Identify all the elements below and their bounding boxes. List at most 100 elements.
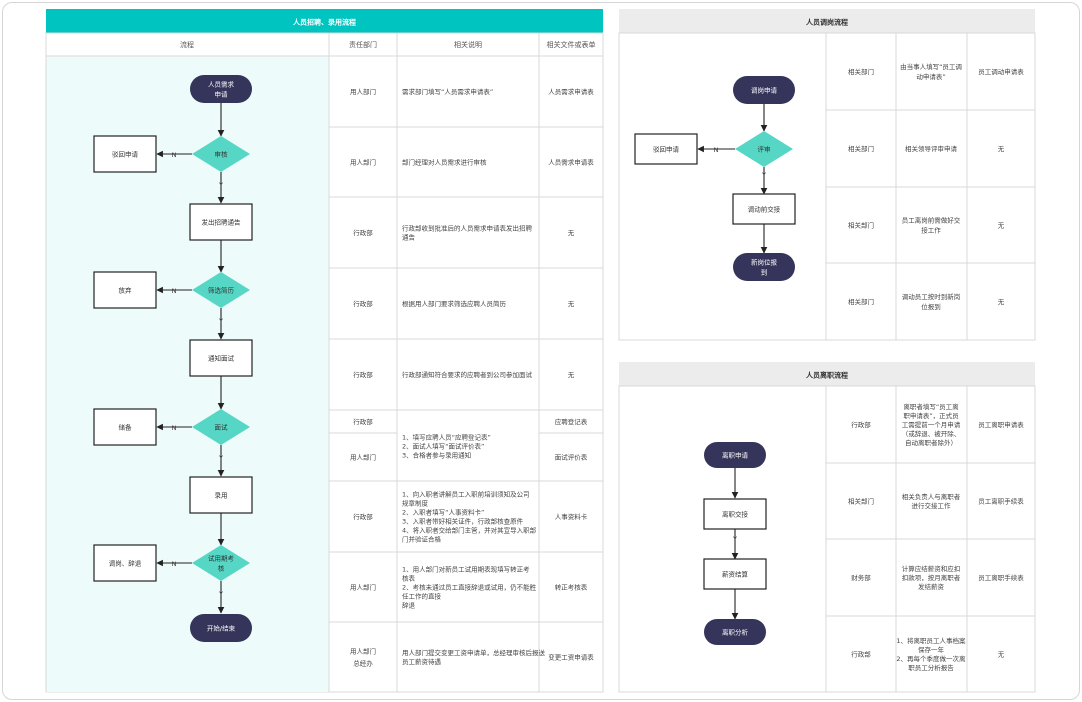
resign-row-form: 员工离职手续表 [978,497,1024,506]
yes-label: Y [218,317,223,325]
no-label: N [172,424,177,432]
resign-row-dept: 行政部 [851,650,871,659]
hiring-title-bar [46,9,603,33]
hiring-hire-node-label: 录用 [215,491,228,499]
hiring-row-desc: 根据用人部门要求筛选应聘人员简历 [402,299,507,308]
transfer-row-desc: 位报到 [921,302,941,311]
hiring-header-desc: 相关说明 [454,40,482,49]
hiring-header-flow: 流程 [180,40,194,49]
resign-row-desc: 保存一年 [918,645,945,654]
hiring-row-desc: 1、用人部门对新员工试用期表现填写转正考 [402,564,530,573]
hiring-row-desc: 3、入职者带好相关证件，行政部核查原件 [402,516,524,525]
hiring-row-dept: 总经办 [353,659,373,668]
hiring-row-desc: 用人部门提交变更工资申请单，总经理审核后报送 [402,648,546,657]
hiring-row-dept: 行政部 [353,228,373,237]
hiring-notify-node-label: 通知面试 [208,353,235,362]
resign-row-desc: 扣款项，按月离职者 [902,573,961,582]
hiring-giveup-node [93,271,157,309]
transfer-row-dept: 相关部门 [848,67,874,76]
transfer-row-desc: 调动员工按时到新岗 [902,292,961,301]
hiring-row-desc: 行政部收到批准后的人员需求申请表发出招聘 [402,223,533,232]
hiring-reserve-node-label: 储备 [119,422,133,431]
yes-label: Y [218,590,223,598]
transfer-start-node [733,76,795,104]
hiring-row-form: 面试评价表 [555,453,588,462]
hiring-row-dept: 用人部门 [350,647,376,656]
transfer-table: 人员调岗流程 相关部门由当事人填写“员工调动申请表”员工调动申请表相关部门相关领… [618,9,1036,341]
hiring-notice-node-label: 发出招聘通告 [202,217,242,226]
hiring-interview-desc: 2、面试人填写“面试评价表” [402,441,484,450]
hiring-screen-decision [192,272,250,308]
resign-title-bar [619,362,1035,386]
resign-row-desc: 离职者填写“员工离 [903,402,959,411]
transfer-row-dept: 相关部门 [848,297,874,306]
transfer-report-node [733,253,795,281]
transfer-reject-node-label: 驳回申请 [653,144,680,153]
yes-label: Y [218,454,223,462]
resign-analysis-node-label: 离职分析 [722,627,749,636]
resign-salary-node [703,558,767,590]
hiring-row-dept: 行政部 [353,299,373,308]
hiring-reserve-node [93,408,157,446]
transfer-review-decision-label: 评审 [758,144,771,153]
hiring-row-form: 转正考核表 [555,583,588,592]
hiring-notify-node [189,339,253,377]
hiring-end-node [190,614,252,642]
hiring-row-dept: 用人部门 [350,158,376,167]
hiring-row-desc: 员工薪资待遇 [402,657,442,666]
hiring-row-form: 无 [568,229,575,237]
hiring-row-desc: 1、向入职者讲解员工入职前培训须知及公司 [402,489,530,498]
transfer-row-dept: 相关部门 [848,221,874,230]
hiring-row-form: 人事资料卡 [555,512,588,521]
resign-handover-node-label: 离职交接 [722,509,749,518]
transfer-row-form: 无 [998,145,1005,153]
yes-label: Y [732,535,737,543]
resign-row-form: 无 [998,651,1005,659]
resign-start-node [704,442,766,468]
hiring-row-desc: 行政部通知符合要求的应聘者到公司参加面试 [402,370,533,379]
hiring-row-dept: 用人部门 [350,453,376,462]
transfer-row-desc: 由当事人填写“员工调 [900,62,962,71]
hiring-row-form: 无 [568,300,575,308]
hiring-probation-decision-label: 试用期考 [208,553,235,562]
transfer-report-node-label: 到 [761,268,768,276]
transfer-handover-node-label: 调动前交接 [748,204,781,213]
transfer-row-form: 无 [998,222,1005,230]
yes-label: Y [218,181,223,189]
transfer-title-bar [619,9,1035,33]
hiring-reject-node-label: 驳回申请 [112,149,139,158]
transfer-row-desc: 员工离岗前需做好交 [902,215,961,224]
hiring-notice-node [189,203,253,241]
resign-row-desc: 工需提前一个月申请 [902,420,961,429]
hiring-row-desc: 核表 [402,573,416,582]
hiring-row-desc: 2、考核未通过员工直接辞退或试用，仍不能胜 [402,582,537,591]
resign-row-dept: 行政部 [851,420,871,429]
resign-row-form: 员工离职手续表 [978,573,1024,582]
hiring-row-form: 无 [568,371,575,379]
hiring-interview-desc: 3、合格者参与录用通知 [402,450,471,459]
transfer-row-desc: 相关领导评审申请 [905,144,958,153]
resign-row-desc: 发结薪资 [918,582,945,591]
hiring-end-node-label: 开始/结束 [207,623,236,632]
hiring-row-desc: 部门经理对人员需求进行审核 [402,157,487,166]
hiring-dismiss-node [93,544,157,582]
hiring-row-desc: 通告 [402,232,416,241]
hiring-reject-node [93,135,157,173]
yes-label: Y [761,171,766,179]
resign-row-desc: 相关负责人与离职者 [902,492,961,501]
hiring-probation-decision-label: 核 [218,563,225,572]
hiring-row-desc: 需求部门填写“人员需求申请表” [402,87,493,96]
hiring-row-form: 人员需求申请表 [548,87,594,96]
hiring-row-dept: 行政部 [353,370,373,379]
hiring-dismiss-node-label: 调岗、辞退 [109,558,142,567]
hiring-row-dept: 用人部门 [350,583,376,592]
hiring-flow-column [46,56,329,692]
hiring-review-decision [192,136,250,172]
resign-handover-node [703,498,767,530]
resign-row-dept: 财务部 [851,573,871,582]
hiring-row-form: 应聘登记表 [555,417,588,426]
resign-row-form: 员工离职申请表 [978,420,1024,429]
hiring-header-dept: 责任部门 [349,40,377,49]
no-label: N [172,151,177,159]
